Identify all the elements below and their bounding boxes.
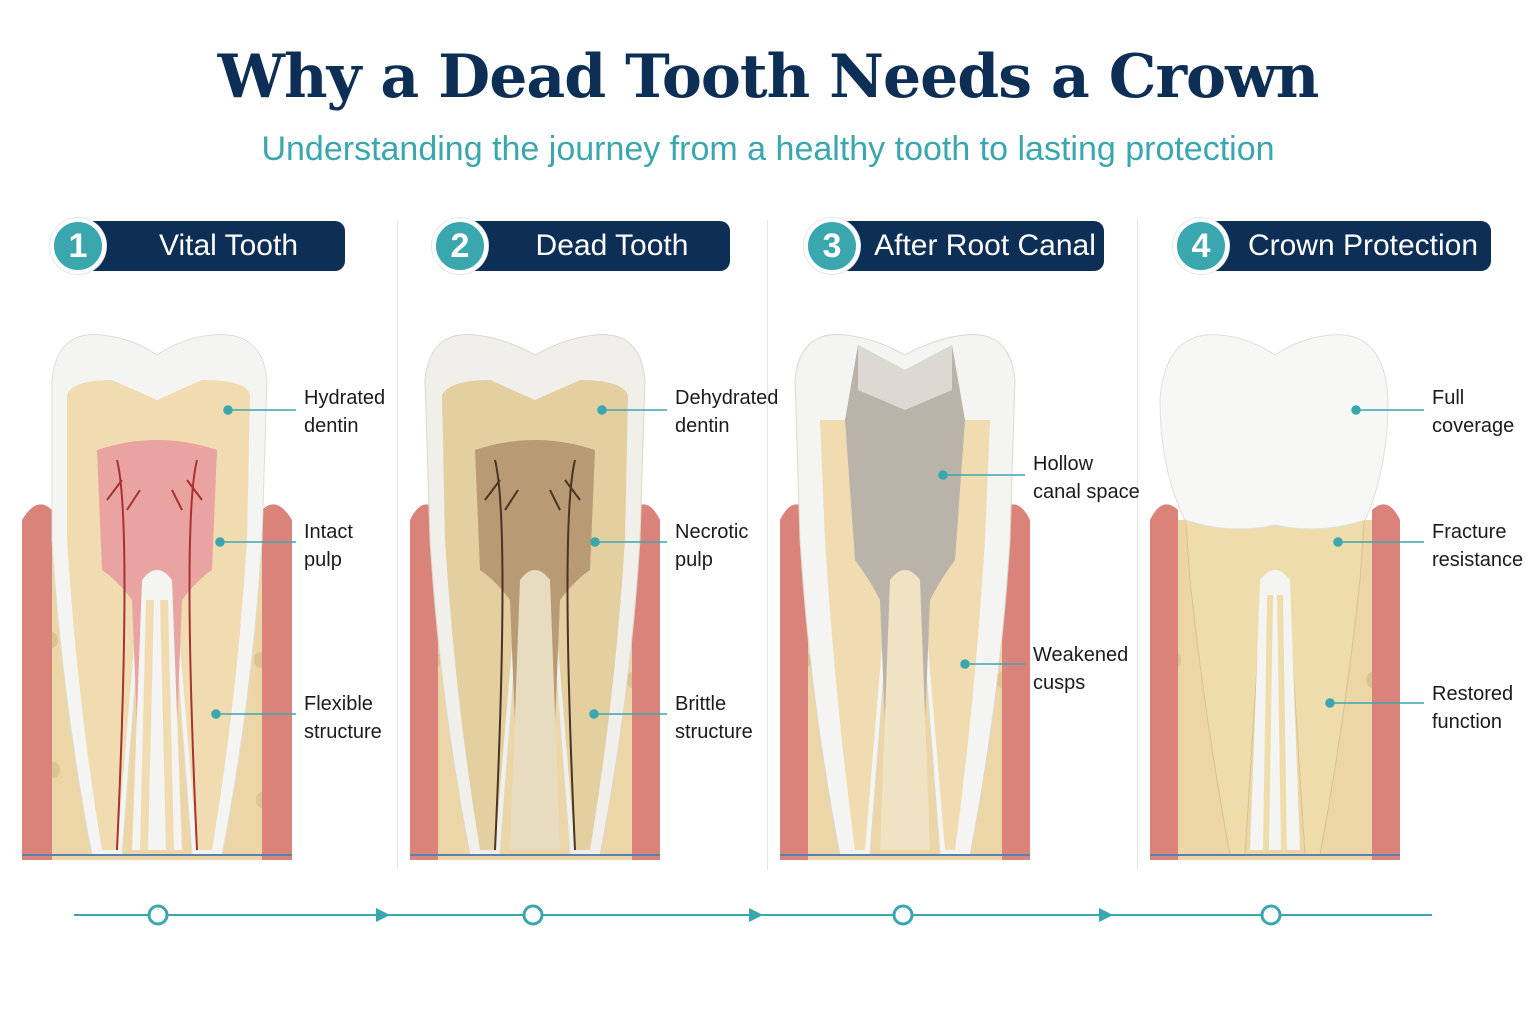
label-intact-pulp: Intact pulp xyxy=(304,521,353,571)
step-4-title: Crown Protection xyxy=(1201,221,1491,271)
timeline-node-4 xyxy=(1260,904,1282,926)
step-2-title: Dead Tooth xyxy=(460,221,730,271)
timeline-node-2 xyxy=(522,904,544,926)
page-title: Why a Dead Tooth Needs a Crown xyxy=(217,42,1320,112)
label-necrotic-pulp: Necrotic pulp xyxy=(675,521,749,571)
vital-tooth-illustration xyxy=(22,334,292,860)
timeline-node-3 xyxy=(892,904,914,926)
timeline-arrow xyxy=(749,908,763,922)
step-4-header: Crown Protection 4 xyxy=(1173,218,1503,274)
timeline-node-1 xyxy=(147,904,169,926)
label-brittle-structure: Brittle structure xyxy=(675,693,753,743)
label-flexible-structure: Flexible structure xyxy=(304,693,382,743)
label-restored-function: Restored function xyxy=(1432,683,1514,733)
label-hydrated-dentin: Hydrated dentin xyxy=(304,387,386,437)
step-4-number: 4 xyxy=(1173,218,1229,274)
column-divider xyxy=(1137,220,1138,870)
label-full-coverage: Full coverage xyxy=(1432,387,1515,437)
timeline-arrow xyxy=(1099,908,1113,922)
step-2-number: 2 xyxy=(432,218,488,274)
step-3-number: 3 xyxy=(804,218,860,274)
step-3-title: After Root Canal xyxy=(832,221,1104,271)
page-subtitle: Understanding the journey from a healthy… xyxy=(261,130,1275,168)
column-divider xyxy=(767,220,768,870)
progress-timeline xyxy=(74,904,1432,926)
label-hollow-canal-space: Hollow canal space xyxy=(1033,453,1140,503)
column-divider xyxy=(397,220,398,870)
crowned-tooth-illustration xyxy=(1150,334,1400,860)
step-3-header: After Root Canal 3 xyxy=(804,218,1114,274)
root-canal-tooth-illustration xyxy=(780,334,1030,860)
timeline-arrow xyxy=(376,908,390,922)
label-dehydrated-dentin: Dehydrated dentin xyxy=(675,387,779,437)
dead-tooth-illustration xyxy=(410,334,660,860)
step-2-header: Dead Tooth 2 xyxy=(432,218,732,274)
step-1-header: Vital Tooth 1 xyxy=(50,218,350,274)
label-fracture-resistance: Fracture resistance xyxy=(1432,521,1524,571)
label-weakened-cusps: Weakened cusps xyxy=(1033,644,1129,694)
step-1-title: Vital Tooth xyxy=(78,221,345,271)
step-1-number: 1 xyxy=(50,218,106,274)
